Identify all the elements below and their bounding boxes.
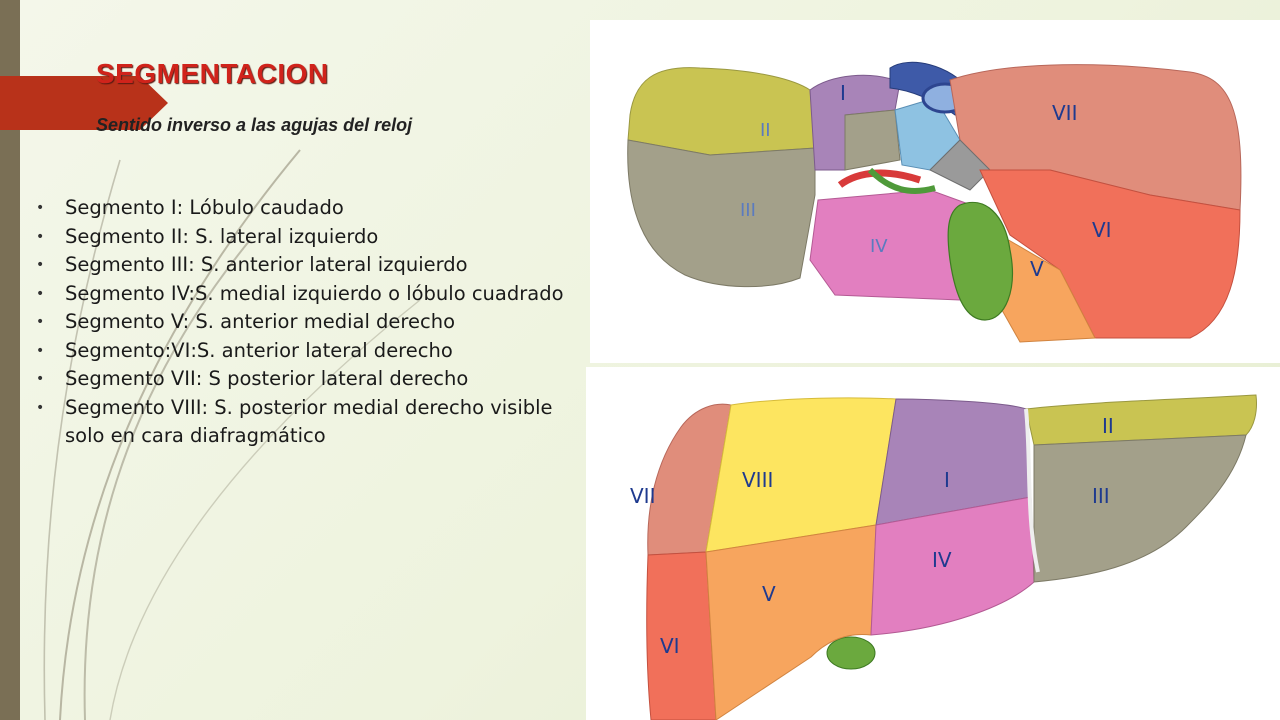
list-item: Segmento V: S. anterior medial derecho — [36, 308, 576, 337]
label-segment-vii: VII — [630, 484, 655, 508]
slide-subtitle: Sentido inverso a las agujas del reloj — [96, 115, 413, 135]
liver-diaphragmatic-illustration: VIII I II III IV V VI VII — [630, 394, 1257, 720]
liver-inferior-illustration: I II III IV V VI VII — [627, 61, 1242, 343]
list-item: Segmento VII: S posterior lateral derech… — [36, 365, 576, 394]
slide-title: SEGMENTACION — [96, 58, 329, 89]
label-segment-iv: IV — [870, 236, 888, 257]
label-segment-vi: VI — [1092, 218, 1112, 242]
label-segment-i: I — [840, 81, 846, 105]
label-segment-i: I — [944, 468, 950, 492]
label-segment-vii: VII — [1052, 101, 1077, 125]
label-segment-v: V — [762, 582, 776, 606]
title-accent-arrow — [0, 76, 168, 130]
label-segment-ii: II — [760, 120, 771, 141]
list-item: Segmento VIII: S. posterior medial derec… — [36, 394, 576, 451]
list-item: Segmento IV:S. medial izquierdo o lóbulo… — [36, 280, 576, 309]
segment-list: Segmento I: Lóbulo caudado Segmento II: … — [36, 194, 576, 451]
label-segment-iii: III — [1092, 484, 1110, 508]
label-segment-iii: III — [740, 200, 756, 221]
list-item: Segmento II: S. lateral izquierdo — [36, 223, 576, 252]
list-item: Segmento:VI:S. anterior lateral derecho — [36, 337, 576, 366]
label-segment-v: V — [1030, 257, 1044, 281]
label-segment-ii: II — [1102, 414, 1114, 438]
list-item: Segmento I: Lóbulo caudado — [36, 194, 576, 223]
label-segment-vi: VI — [660, 634, 680, 658]
liver-diaphragmatic-view: VIII I II III IV V VI VII — [586, 367, 1280, 720]
label-segment-viii: VIII — [742, 468, 773, 492]
liver-inferior-view: I II III IV V VI VII — [590, 20, 1280, 363]
label-segment-iv: IV — [932, 548, 952, 572]
list-item: Segmento III: S. anterior lateral izquie… — [36, 251, 576, 280]
left-decorative-bar — [0, 0, 20, 720]
